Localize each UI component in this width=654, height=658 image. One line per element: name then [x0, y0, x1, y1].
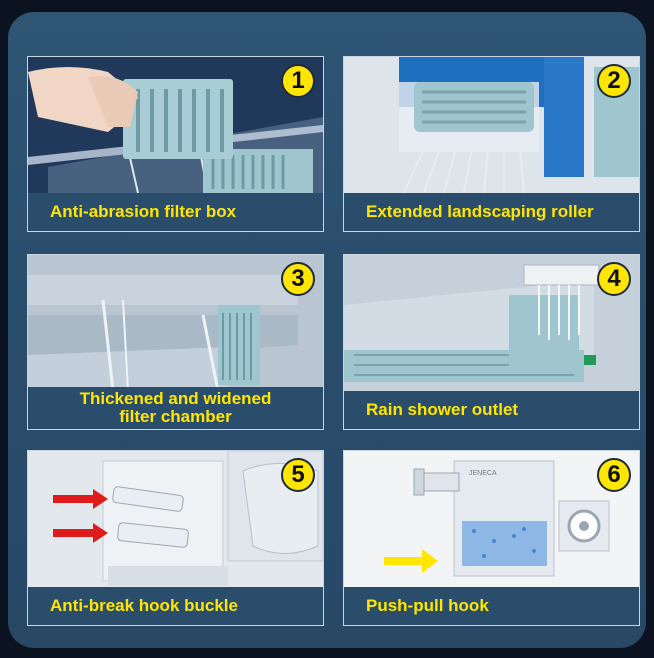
feature-panel-1: 1 Anti-abrasion filter box [27, 56, 324, 232]
caption-line-1: Thickened and widened [79, 389, 272, 408]
feature-caption: Rain shower outlet [344, 391, 639, 429]
step-number-badge: 5 [281, 458, 315, 492]
step-number-badge: 4 [597, 262, 631, 296]
feature-caption: Extended landscaping roller [344, 193, 639, 231]
step-number-badge: 3 [281, 262, 315, 296]
rain-shower-illustration [344, 255, 639, 391]
infographic-frame: 1 Anti-abrasion filter box 2 Extended la… [8, 12, 646, 648]
feature-panel-4: 4 Rain shower outlet [343, 254, 640, 430]
feature-panel-5: 5 Anti-break hook buckle [27, 450, 324, 626]
landscaping-roller-illustration [344, 57, 639, 193]
product-label: JENECA [469, 470, 497, 477]
feature-panel-3: 3 Thickened and widened filter chamber [27, 254, 324, 430]
hook-buckle-illustration [28, 451, 323, 587]
feature-caption: Anti-abrasion filter box [28, 193, 323, 231]
feature-panel-2: 2 Extended landscaping roller [343, 56, 640, 232]
step-number-badge: 1 [281, 64, 315, 98]
push-pull-hook-illustration: JENECA [344, 451, 639, 587]
feature-caption: Anti-break hook buckle [28, 587, 323, 625]
feature-caption: Push-pull hook [344, 587, 639, 625]
step-number-badge: 2 [597, 64, 631, 98]
step-number-badge: 6 [597, 458, 631, 492]
feature-caption: Thickened and widened filter chamber [28, 387, 323, 429]
feature-panel-6: JENECA 6 Push-pull hook [343, 450, 640, 626]
caption-text: Thickened and widened filter chamber [80, 390, 272, 426]
filter-chamber-illustration [28, 255, 323, 391]
filter-box-illustration [28, 57, 323, 193]
caption-line-2: filter chamber [119, 407, 232, 426]
